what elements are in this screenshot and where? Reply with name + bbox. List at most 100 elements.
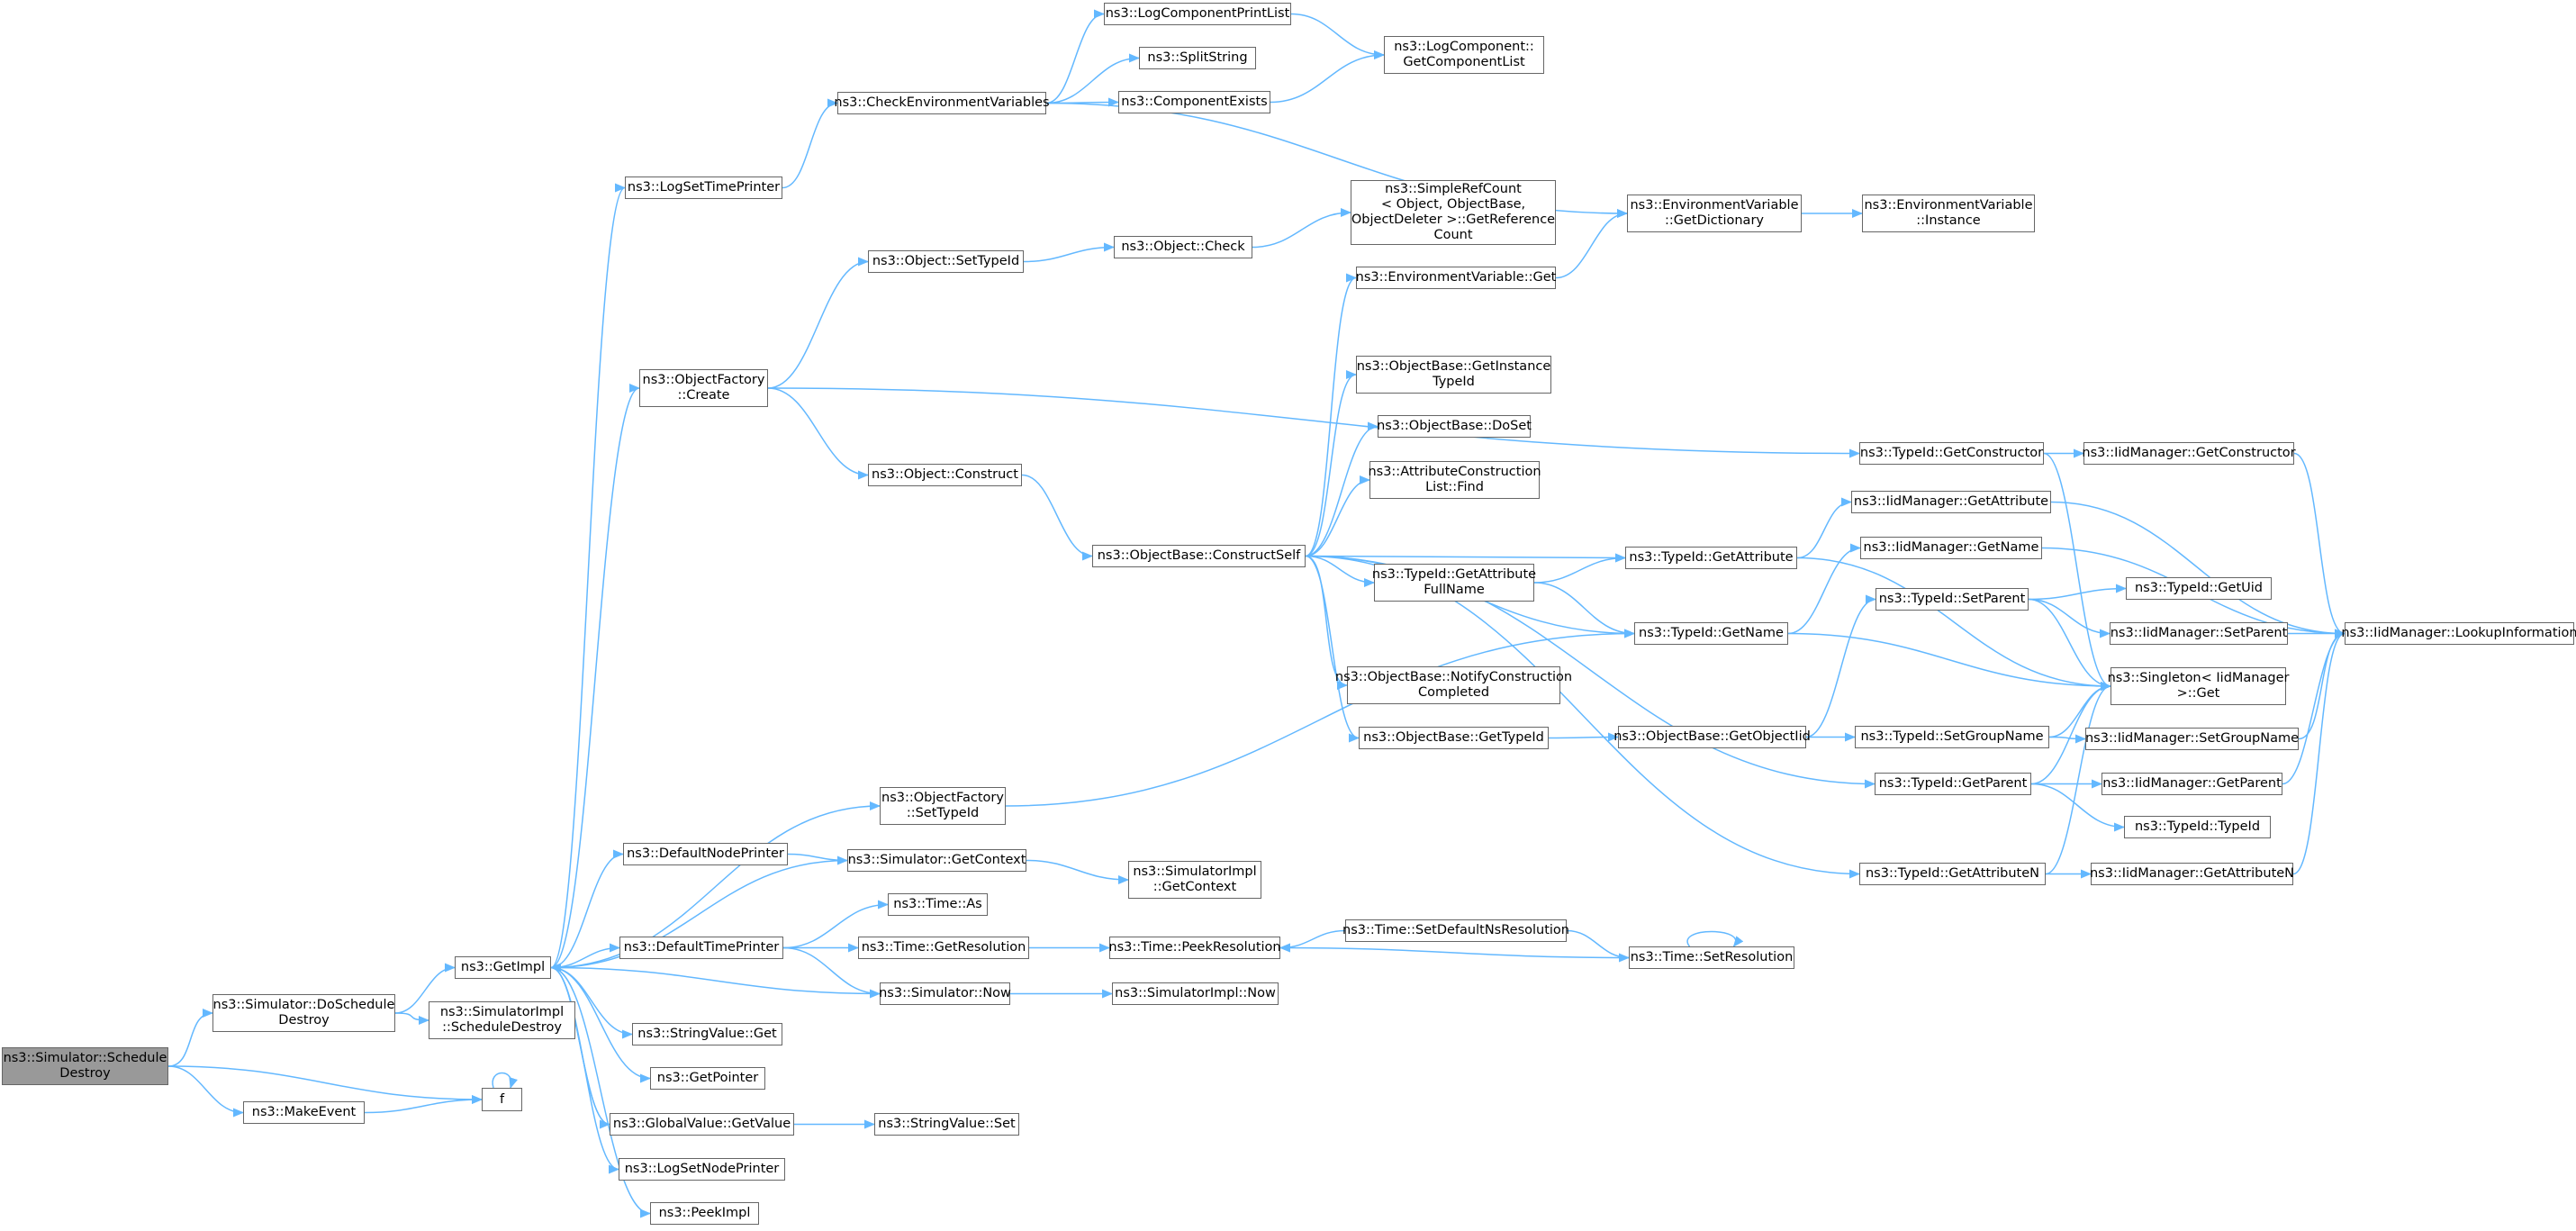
node-iid-get-attribute[interactable]: ns3::IidManager::GetAttribute [1851, 491, 2051, 513]
node-singleton-iid-get[interactable]: ns3::Singleton< IidManager>::Get [2108, 667, 2289, 705]
node-time-set-default-ns-resolution[interactable]: ns3::Time::SetDefaultNsResolution [1342, 919, 1569, 942]
edge-get_impl-to-log_set_time_printer [550, 183, 626, 969]
node-typeid-typeid[interactable]: ns3::TypeId::TypeId [2124, 816, 2271, 838]
node-label-line: < Object, ObjectBase, [1380, 197, 1526, 212]
edge-simulator_now-to-get_impl [550, 963, 881, 995]
node-typeid-get-uid[interactable]: ns3::TypeId::GetUid [2126, 577, 2272, 600]
node-time-peek-resolution[interactable]: ns3::Time::PeekResolution [1108, 937, 1281, 959]
node-log-set-node-printer[interactable]: ns3::LogSetNodePrinter [619, 1158, 785, 1181]
node-label-line: ns3::TypeId::GetAttribute [1629, 550, 1794, 565]
node-log-set-time-printer[interactable]: ns3::LogSetTimePrinter [625, 177, 782, 199]
node-label-line: ns3::IidManager::GetConstructor [2082, 446, 2296, 460]
node-default-node-printer[interactable]: ns3::DefaultNodePrinter [623, 843, 788, 865]
edge-object_factory_set_type_id-to-typeid_get_name [1005, 629, 1635, 807]
node-env-var-instance[interactable]: ns3::EnvironmentVariable::Instance [1862, 195, 2035, 232]
node-object-factory-create[interactable]: ns3::ObjectFactory::Create [639, 369, 768, 407]
node-object-construct[interactable]: ns3::Object::Construct [868, 464, 1022, 486]
edge-construct_self-to-get_instance_type_id [1305, 370, 1357, 557]
node-iid-set-group-name[interactable]: ns3::IidManager::SetGroupName [2085, 728, 2299, 750]
node-construct-self[interactable]: ns3::ObjectBase::ConstructSelf [1092, 545, 1306, 567]
node-label-line: ns3::GetPointer [656, 1071, 759, 1085]
node-simulator-get-context[interactable]: ns3::Simulator::GetContext [847, 849, 1026, 872]
edge-get_impl-to-get_pointer [550, 966, 651, 1083]
node-label-line: ns3::ComponentExists [1121, 95, 1268, 109]
node-get-pointer[interactable]: ns3::GetPointer [650, 1067, 765, 1090]
node-label-line: ns3::TypeId::GetParent [1878, 776, 2028, 791]
node-iid-lookup-information[interactable]: ns3::IidManager::LookupInformation [2341, 622, 2576, 645]
node-label-line: ns3::SimulatorImpl [439, 1005, 565, 1019]
edge-typeid_get_attribute-to-singleton_iid_get [1796, 557, 2111, 691]
node-object-check[interactable]: ns3::Object::Check [1114, 236, 1252, 258]
node-env-var-get-dictionary[interactable]: ns3::EnvironmentVariable::GetDictionary [1627, 195, 1802, 232]
node-object-set-type-id[interactable]: ns3::Object::SetTypeId [868, 250, 1024, 273]
node-label-line: ns3::Object::Construct [872, 467, 1018, 482]
node-label-line: ns3::LogSetNodePrinter [624, 1162, 780, 1176]
node-split-string[interactable]: ns3::SplitString [1139, 47, 1256, 69]
edge-time_set_resolution-to-time_set_resolution [1686, 930, 1744, 947]
node-peek-impl[interactable]: ns3::PeekImpl [650, 1202, 759, 1225]
node-do-set[interactable]: ns3::ObjectBase::DoSet [1377, 415, 1532, 438]
node-iid-set-parent[interactable]: ns3::IidManager::SetParent [2110, 622, 2288, 645]
node-log-component-print-list[interactable]: ns3::LogComponentPrintList [1104, 3, 1291, 25]
node-f[interactable]: f [482, 1088, 522, 1111]
edge-check_env_vars-to-log_component_print_list [1045, 9, 1105, 104]
edge-get_impl-to-peek_impl [550, 966, 651, 1218]
node-simimpl-now[interactable]: ns3::SimulatorImpl::Now [1112, 982, 1279, 1005]
node-label-line: ns3::SplitString [1147, 50, 1248, 65]
node-label-line: f [499, 1091, 505, 1107]
node-time-set-resolution[interactable]: ns3::Time::SetResolution [1629, 946, 1794, 969]
edge-typeid_get_name-to-singleton_iid_get [1787, 632, 2111, 691]
edge-do_schedule_destroy-to-get_impl [394, 963, 456, 1014]
node-label-line: ns3::ObjectBase::GetObjectIid [1613, 729, 1811, 744]
node-time-as[interactable]: ns3::Time::As [888, 893, 988, 916]
node-simimpl-get-context[interactable]: ns3::SimulatorImpl::GetContext [1128, 861, 1261, 899]
node-typeid-get-name[interactable]: ns3::TypeId::GetName [1634, 622, 1788, 645]
node-label-line: ns3::LogSetTimePrinter [627, 180, 781, 195]
node-time-get-resolution[interactable]: ns3::Time::GetResolution [858, 937, 1029, 959]
node-object-factory-set-type-id[interactable]: ns3::ObjectFactory::SetTypeId [880, 787, 1006, 825]
node-typeid-get-constructor[interactable]: ns3::TypeId::GetConstructor [1859, 442, 2044, 465]
node-global-value-get-value[interactable]: ns3::GlobalValue::GetValue [610, 1113, 794, 1136]
node-string-value-set[interactable]: ns3::StringValue::Set [874, 1113, 1019, 1136]
node-label-line: ns3::TypeId::TypeId [2134, 819, 2261, 834]
node-iid-get-parent[interactable]: ns3::IidManager::GetParent [2101, 773, 2282, 795]
node-iid-get-attribute-n[interactable]: ns3::IidManager::GetAttributeN [2090, 863, 2294, 885]
edge-iid_get_attribute_n-to-iid_lookup_information [2292, 629, 2346, 875]
node-env-var-get[interactable]: ns3::EnvironmentVariable::Get [1356, 267, 1556, 289]
node-make-event[interactable]: ns3::MakeEvent [243, 1101, 365, 1124]
node-label-line: ns3::Time::SetResolution [1630, 950, 1794, 964]
node-objectbase-get-type-id[interactable]: ns3::ObjectBase::GetTypeId [1359, 727, 1549, 749]
node-typeid-set-group-name[interactable]: ns3::TypeId::SetGroupName [1855, 726, 2049, 748]
node-typeid-get-attribute-n[interactable]: ns3::TypeId::GetAttributeN [1859, 863, 2046, 885]
node-get-impl[interactable]: ns3::GetImpl [455, 956, 551, 979]
node-label-line: ns3::IidManager::SetGroupName [2084, 731, 2300, 746]
node-string-value-get[interactable]: ns3::StringValue::Get [632, 1023, 782, 1045]
node-iid-get-constructor[interactable]: ns3::IidManager::GetConstructor [2082, 442, 2296, 465]
node-check-env-vars[interactable]: ns3::CheckEnvironmentVariables [834, 92, 1050, 114]
edge-object_factory_create-to-object_set_type_id [767, 257, 869, 389]
node-typeid-get-parent[interactable]: ns3::TypeId::GetParent [1875, 773, 2031, 795]
node-typeid-get-attribute[interactable]: ns3::TypeId::GetAttribute [1625, 547, 1797, 569]
node-label-line: ns3::IidManager::SetParent [2110, 626, 2288, 640]
node-iid-get-name[interactable]: ns3::IidManager::GetName [1860, 537, 2042, 559]
node-label-line: ns3::Simulator::Now [879, 986, 1011, 1000]
edge-log_set_time_printer-to-check_env_vars [782, 98, 838, 189]
node-typeid-set-parent[interactable]: ns3::TypeId::SetParent [1876, 588, 2029, 611]
node-default-time-printer[interactable]: ns3::DefaultTimePrinter [619, 937, 783, 959]
edge-default_time_printer-to-time_as [782, 900, 889, 949]
node-log-component-get-list[interactable]: ns3::LogComponent::GetComponentList [1384, 36, 1544, 74]
edge-time_set_default_ns_resolution-to-time_set_resolution [1566, 929, 1630, 963]
edge-default_node_printer-to-simulator_get_context [787, 853, 848, 865]
node-component-exists[interactable]: ns3::ComponentExists [1118, 91, 1270, 113]
node-simimpl-schedule-destroy[interactable]: ns3::SimulatorImpl::ScheduleDestroy [429, 1001, 575, 1039]
edge-typeid_get_name-to-iid_get_name [1787, 543, 1861, 635]
node-simulator-now[interactable]: ns3::Simulator::Now [879, 982, 1011, 1005]
node-simple-ref-count[interactable]: ns3::SimpleRefCount< Object, ObjectBase,… [1351, 180, 1556, 245]
node-objectbase-get-object-iid[interactable]: ns3::ObjectBase::GetObjectIid [1613, 726, 1811, 748]
